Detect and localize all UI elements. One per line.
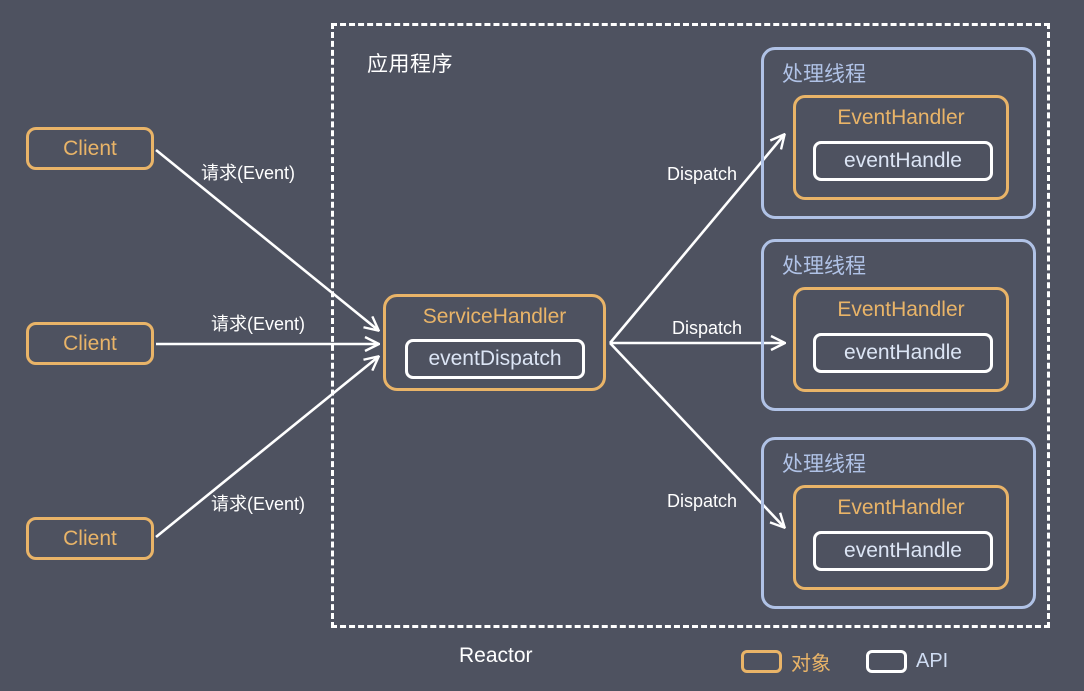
edge-label-dispatch-3: Dispatch	[667, 491, 738, 511]
event-handler-box-1[interactable]: EventHandler eventHandle	[793, 95, 1009, 200]
event-handler-box-3[interactable]: EventHandler eventHandle	[793, 485, 1009, 590]
object-swatch-icon	[741, 650, 782, 673]
client-label-2: Client	[63, 331, 117, 355]
edge-label-request-1: 请求(Event)	[201, 163, 296, 183]
edge-label-request-3: 请求(Event)	[211, 494, 306, 514]
processing-thread-box-1[interactable]: 处理线程 EventHandler eventHandle	[761, 47, 1036, 219]
event-handler-api-box-1[interactable]: eventHandle	[813, 141, 993, 181]
event-handler-api-box-2[interactable]: eventHandle	[813, 333, 993, 373]
legend-item-object: 对象	[741, 647, 831, 676]
event-handler-box-2[interactable]: EventHandler eventHandle	[793, 287, 1009, 392]
service-handler-api-label: eventDispatch	[428, 347, 562, 370]
legend-label-api: API	[916, 650, 949, 672]
service-handler-box[interactable]: ServiceHandler eventDispatch	[383, 294, 606, 391]
application-label: 应用程序	[367, 53, 453, 76]
service-handler-api-box[interactable]: eventDispatch	[405, 339, 585, 379]
client-box-3[interactable]: Client	[26, 517, 154, 560]
processing-thread-box-2[interactable]: 处理线程 EventHandler eventHandle	[761, 239, 1036, 411]
event-handler-api-box-3[interactable]: eventHandle	[813, 531, 993, 571]
api-swatch-icon	[866, 650, 907, 673]
client-box-2[interactable]: Client	[26, 322, 154, 365]
edge-label-request-2: 请求(Event)	[211, 314, 306, 334]
processing-thread-label-1: 处理线程	[782, 63, 866, 86]
event-handler-api-label-2: eventHandle	[844, 341, 962, 364]
service-handler-title: ServiceHandler	[422, 305, 567, 328]
client-box-1[interactable]: Client	[26, 127, 154, 170]
event-handler-title-1: EventHandler	[837, 106, 965, 129]
event-handler-api-label-3: eventHandle	[844, 539, 962, 562]
processing-thread-label-2: 处理线程	[782, 255, 866, 278]
client-label-1: Client	[63, 136, 117, 160]
event-handler-title-2: EventHandler	[837, 298, 965, 321]
edge-label-dispatch-1: Dispatch	[667, 164, 738, 184]
client-label-3: Client	[63, 526, 117, 550]
legend-label-object: 对象	[791, 653, 831, 675]
application-container	[331, 23, 1050, 628]
processing-thread-box-3[interactable]: 处理线程 EventHandler eventHandle	[761, 437, 1036, 609]
reactor-label: Reactor	[459, 644, 533, 667]
event-handler-title-3: EventHandler	[837, 496, 965, 519]
legend-item-api: API	[866, 650, 948, 673]
processing-thread-label-3: 处理线程	[782, 453, 866, 476]
edge-label-dispatch-2: Dispatch	[672, 318, 743, 338]
event-handler-api-label-1: eventHandle	[844, 149, 962, 172]
legend: 对象 API	[741, 647, 948, 676]
